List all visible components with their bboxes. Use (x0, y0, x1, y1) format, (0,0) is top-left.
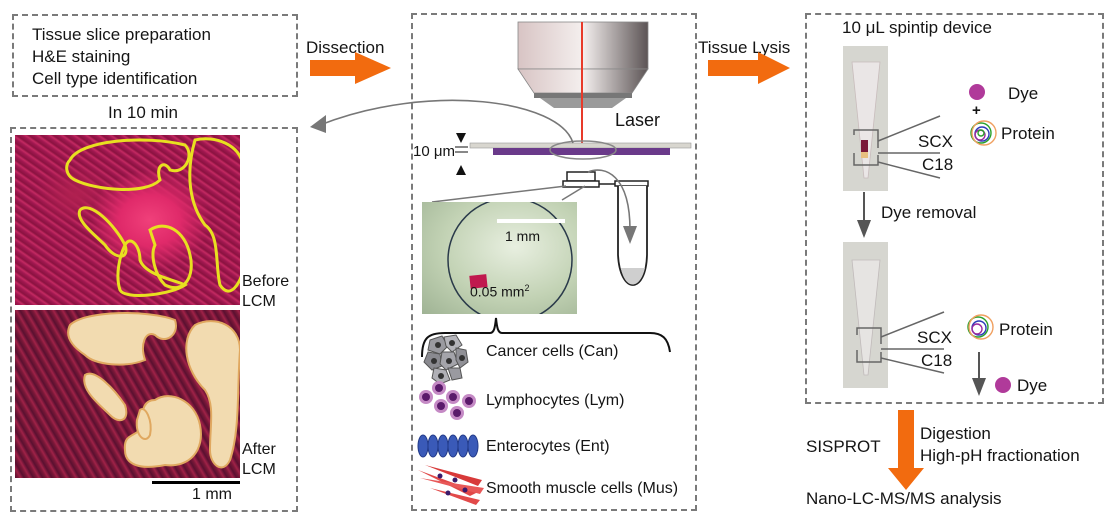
before-lcm-label-1: Before (242, 273, 290, 290)
smooth-muscle-cells-icon (418, 465, 484, 505)
spintip-box (805, 13, 1104, 404)
preparation-box (12, 14, 298, 97)
c18-label: C18 (922, 155, 954, 174)
cap-scale-label: 1 mm (505, 228, 540, 244)
cap-scale-bar (497, 219, 565, 223)
cell-type-smooth-muscle: Smooth muscle cells (Mus) (486, 480, 679, 497)
dye-label: Dye (1008, 84, 1039, 103)
after-lcm-micrograph (15, 310, 240, 478)
protein-icon-2 (967, 314, 994, 340)
cell-type-enterocytes: Enterocytes (Ent) (486, 438, 610, 455)
cell-type-lymphocytes: Lymphocytes (Lym) (486, 392, 625, 409)
dye-removal-label: Dye removal (881, 203, 977, 222)
cell-types-brace (421, 317, 671, 358)
dye-icon (969, 84, 985, 100)
c18-label-2: C18 (921, 351, 953, 370)
before-lcm-label-2: LCM (242, 293, 276, 310)
cell-type-cancer: Cancer cells (Can) (486, 343, 619, 360)
after-lcm-label-2: LCM (242, 461, 276, 478)
dye-icon-2 (995, 377, 1011, 393)
area-label: 0.05 mm2 (470, 278, 529, 302)
micrograph-scale-bar (152, 481, 240, 484)
prep-step-2: H&E staining (32, 47, 131, 66)
analysis-label: Nano-LC-MS/MS analysis (806, 489, 1002, 508)
protein-label-2: Protein (999, 320, 1053, 339)
laser-label: Laser (615, 110, 661, 130)
micrograph-box (10, 127, 298, 512)
digestion-label: Digestion (920, 424, 991, 443)
lcm-box (411, 13, 697, 511)
tissue-lysis-label: Tissue Lysis (698, 38, 791, 57)
enterocytes-icon (417, 434, 479, 458)
cell-region-outlines (65, 137, 240, 297)
scx-label-2: SCX (917, 328, 952, 347)
dissected-area (469, 274, 488, 289)
area-value: 0.05 mm (470, 283, 525, 300)
cancer-cells-icon (423, 334, 469, 385)
fractionation-label: High-pH fractionation (920, 446, 1080, 465)
prep-step-3: Cell type identification (32, 69, 198, 88)
protein-icon (970, 120, 997, 146)
dye-label-2: Dye (1017, 376, 1048, 395)
plus-sign: + (972, 102, 981, 119)
protein-label: Protein (1001, 124, 1055, 143)
dissected-regions (67, 312, 240, 469)
time-label: In 10 min (108, 103, 178, 122)
sisprot-label: SISPROT (806, 437, 881, 456)
thickness-label: 10 μm (413, 143, 455, 160)
after-lcm-label-1: After (242, 441, 276, 458)
tissue-section (493, 148, 670, 155)
area-superscript: 2 (524, 283, 530, 293)
micrograph-scale-label: 1 mm (192, 486, 232, 503)
before-lcm-micrograph (15, 135, 240, 305)
prep-step-1: Tissue slice preparation (32, 25, 211, 44)
scx-label: SCX (918, 132, 953, 151)
lymphocytes-icon (419, 381, 476, 420)
dissection-label: Dissection (306, 38, 385, 57)
spintip-title: 10 μL spintip device (842, 18, 992, 37)
